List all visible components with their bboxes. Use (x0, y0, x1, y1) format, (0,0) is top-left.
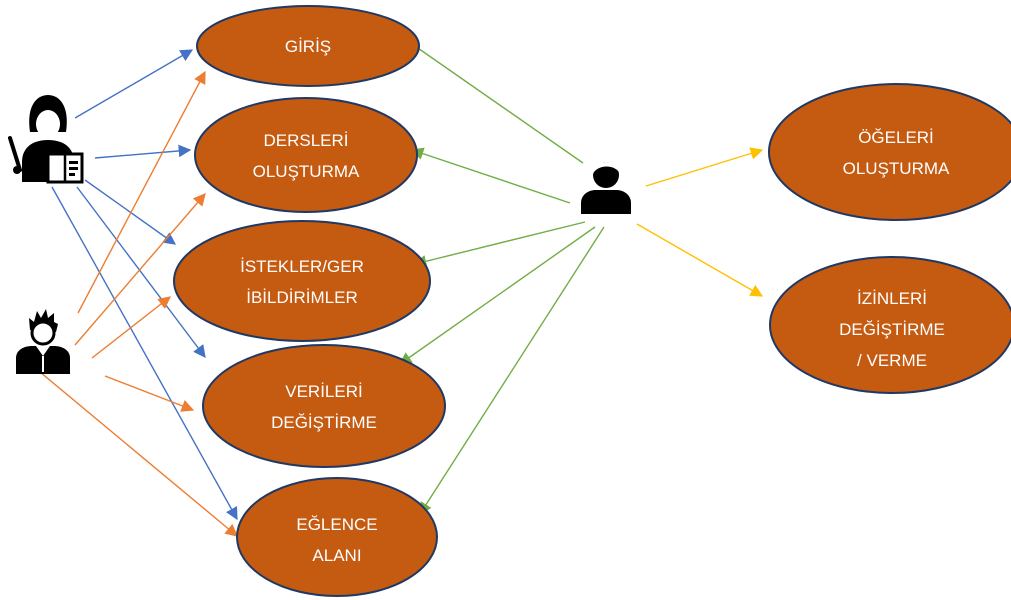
use-case-izinleri[interactable]: İZİNLERİ DEĞİŞTİRME / VERME (769, 256, 1011, 394)
arrow-teacher-giris (74, 49, 194, 119)
arrow-student-eglence (39, 371, 238, 537)
use-case-giris[interactable]: GİRİŞ (196, 5, 420, 87)
use-case-label: İSTEKLER/GER (240, 257, 364, 276)
use-case-label: DEĞİŞTİRME (839, 320, 945, 339)
use-case-label: EĞLENCE (296, 515, 377, 534)
use-case-dersleri[interactable]: DERSLERİ OLUŞTURMA (194, 97, 418, 213)
admin-user-icon (581, 162, 631, 214)
use-case-label: İBİLDİRİMLER (246, 288, 357, 307)
arrow-admin-giris (400, 36, 584, 164)
arrow-student-verileri (104, 375, 195, 412)
use-case-verileri[interactable]: VERİLERİ DEĞİŞTİRME (202, 344, 446, 468)
arrow-student-giris (77, 70, 206, 314)
use-case-label: DEĞİŞTİRME (271, 413, 377, 432)
admin-extra-connectors (636, 147, 764, 297)
teacher-icon (8, 95, 84, 184)
arrow-student-istekler (91, 296, 171, 359)
use-case-label: ALANI (312, 546, 361, 565)
arrow-admin-istekler (413, 221, 586, 268)
admin-connectors (398, 36, 605, 516)
use-case-label: GİRİŞ (285, 37, 331, 56)
use-case-label: OLUŞTURMA (843, 159, 950, 178)
arrow-teacher-dersleri (94, 144, 192, 159)
use-case-label: ÖĞELERİ (858, 128, 934, 147)
arrow-teacher-eglence (51, 186, 238, 521)
use-case-eglence[interactable]: EĞLENCE ALANI (236, 477, 438, 597)
student-connectors (39, 70, 238, 537)
use-case-label: VERİLERİ (285, 382, 362, 401)
teacher-connectors (51, 49, 238, 521)
use-case-label: DERSLERİ (263, 131, 348, 150)
use-case-istekler[interactable]: İSTEKLER/GER İBİLDİRİMLER (173, 220, 431, 342)
arrow-teacher-istekler (84, 179, 177, 245)
arrow-admin-izinleri (636, 223, 764, 297)
arrow-admin-ogeleri (645, 147, 764, 187)
student-icon (16, 309, 70, 374)
use-case-label: İZİNLERİ (857, 289, 927, 308)
use-case-label: / VERME (857, 351, 927, 370)
use-case-label: OLUŞTURMA (253, 162, 360, 181)
arrow-student-dersleri (74, 193, 206, 346)
arrow-admin-dersleri (410, 147, 571, 204)
arrow-admin-eglence (419, 226, 605, 516)
use-case-ogeleri[interactable]: ÖĞELERİ OLUŞTURMA (768, 83, 1011, 221)
arrow-admin-verileri (398, 226, 596, 365)
arrow-teacher-verileri (76, 186, 206, 359)
